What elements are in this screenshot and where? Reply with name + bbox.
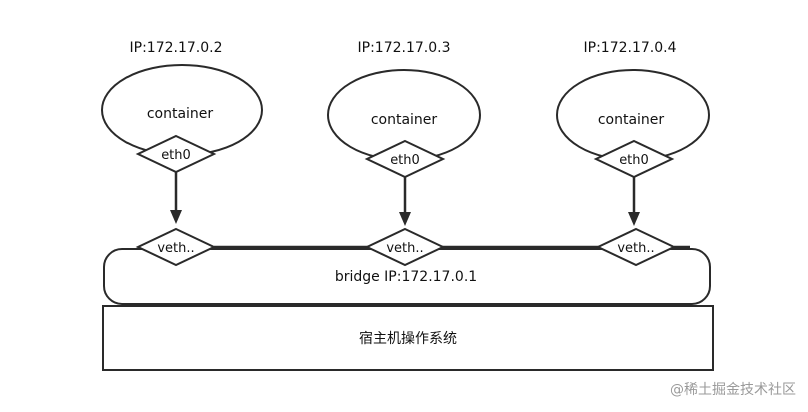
eth0-label: eth0 <box>619 153 649 168</box>
host-os-label: 宿主机操作系统 <box>359 330 457 347</box>
container-label: container <box>147 106 214 122</box>
veth-label: veth.. <box>617 241 654 256</box>
container-group-1: IP:172.17.0.2 container eth0 veth.. <box>101 40 263 267</box>
veth-interface <box>364 227 446 267</box>
container-group-2: IP:172.17.0.3 container eth0 veth.. <box>327 40 481 267</box>
container-label: container <box>598 112 665 128</box>
watermark-text: @稀土掘金技术社区 <box>670 382 796 398</box>
veth-interface <box>595 227 677 267</box>
arrow-head <box>399 212 411 226</box>
arrow-head <box>170 210 182 224</box>
veth-interface <box>135 227 217 267</box>
host-os-box <box>102 305 714 371</box>
container-ip-label: IP:172.17.0.4 <box>584 40 677 56</box>
container-ip-label: IP:172.17.0.2 <box>130 40 223 56</box>
container-ip-label: IP:172.17.0.3 <box>358 40 451 56</box>
container-group-3: IP:172.17.0.4 container eth0 veth.. <box>556 40 710 267</box>
container-label: container <box>371 112 438 128</box>
veth-label: veth.. <box>386 241 423 256</box>
veth-label: veth.. <box>157 241 194 256</box>
bridge-label: bridge IP:172.17.0.1 <box>335 269 477 285</box>
eth0-label: eth0 <box>161 148 191 163</box>
eth0-label: eth0 <box>390 153 420 168</box>
arrow-head <box>628 212 640 226</box>
